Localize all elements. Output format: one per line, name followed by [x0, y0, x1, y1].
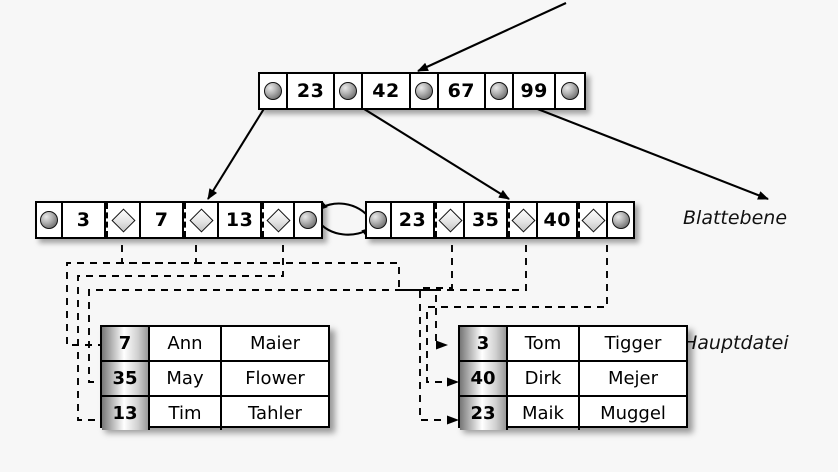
index-root-node[interactable]: 23 42 67 99 — [258, 72, 586, 110]
leaf-right-prev-pointer[interactable] — [367, 203, 392, 237]
sphere-pointer-icon — [414, 82, 433, 100]
leaf-left-next-pointer[interactable] — [295, 203, 321, 237]
diamond-pointer-icon — [581, 207, 606, 233]
row-first-name: May — [150, 362, 222, 395]
leaf-left-record-pointer-0[interactable] — [106, 203, 141, 237]
row-last-name: Flower — [245, 368, 305, 389]
row-first-name: Tim — [150, 397, 222, 430]
leaf-left-key-0-label: 3 — [76, 209, 91, 231]
leaf-sibling-link-forward — [316, 218, 371, 237]
row-first-name: Tom — [508, 327, 580, 360]
row-key: 35 — [102, 362, 150, 395]
root-key-2: 67 — [438, 74, 486, 108]
leaf-left-record-pointer-1[interactable] — [184, 203, 219, 237]
row-key: 40 — [460, 362, 508, 395]
root-pointer-1[interactable] — [335, 74, 364, 108]
dashed-record-links — [66, 232, 608, 421]
arrow-root-p0-to-leaf-left — [207, 98, 271, 200]
arrow-into-root-from-top-right — [417, 2, 567, 72]
leaf-right-record-pointer-0[interactable] — [434, 203, 466, 237]
diamond-pointer-icon — [438, 207, 463, 233]
diamond-pointer-icon — [111, 207, 136, 233]
sphere-pointer-icon — [263, 82, 282, 100]
caption-blattebene: Blattebene — [683, 207, 788, 229]
row-last-name: Maier — [249, 333, 301, 354]
diamond-pointer-icon — [511, 207, 536, 233]
main-file-table-left[interactable]: 7 Ann Maier 35 May Flower 13 Tim Tahler — [100, 325, 330, 430]
root-key-3: 99 — [513, 74, 557, 108]
sphere-pointer-icon — [299, 211, 318, 229]
arrow-root-p1-to-leaf-right — [347, 98, 510, 200]
root-key-1-label: 42 — [372, 80, 400, 102]
leaf-left-key-2-label: 13 — [225, 209, 254, 231]
table-row[interactable]: 13 Tim Tahler — [102, 397, 328, 430]
root-key-0-label: 23 — [296, 80, 325, 102]
row-key: 13 — [102, 397, 150, 430]
row-last-name: Mejer — [607, 368, 659, 389]
row-last-name: Tigger — [604, 333, 662, 354]
root-key-0: 23 — [287, 74, 336, 108]
row-last-name: Tahler — [248, 403, 302, 424]
leaf-left-record-pointer-2[interactable] — [262, 203, 296, 237]
row-last-name: Muggel — [600, 403, 666, 424]
root-key-2-label: 67 — [447, 80, 476, 102]
root-pointer-0[interactable] — [260, 74, 288, 108]
root-key-3-label: 99 — [520, 80, 548, 102]
leaf-right-key-2: 40 — [538, 203, 579, 237]
root-pointer-2[interactable] — [410, 74, 439, 108]
row-key: 3 — [460, 327, 508, 360]
sphere-pointer-icon — [489, 82, 508, 100]
leaf-left-key-2: 13 — [219, 203, 263, 237]
leaf-left-key-1-label: 7 — [154, 209, 169, 231]
leaf-right-record-pointer-2[interactable] — [578, 203, 609, 237]
row-first-name: Dirk — [508, 362, 580, 395]
leaf-right-key-1: 35 — [465, 203, 509, 237]
sphere-pointer-icon — [369, 211, 388, 229]
main-file-table-right[interactable]: 3 Tom Tigger 40 Dirk Mejer 23 Maik Mugge… — [458, 325, 688, 430]
root-key-1: 42 — [363, 74, 411, 108]
table-row[interactable]: 35 May Flower — [102, 362, 328, 397]
leaf-left-key-0: 3 — [63, 203, 107, 237]
diamond-pointer-icon — [189, 207, 214, 233]
leaf-right-key-0: 23 — [391, 203, 435, 237]
caption-hauptdatei: Hauptdatei — [683, 332, 789, 354]
leaf-right-record-pointer-1[interactable] — [508, 203, 539, 237]
arrow-root-p3-to-outside-right — [511, 98, 769, 200]
table-row[interactable]: 3 Tom Tigger — [460, 327, 686, 362]
leaf-node-right[interactable]: 23 35 40 — [365, 201, 635, 239]
sphere-pointer-icon — [40, 211, 58, 229]
row-key: 23 — [460, 397, 508, 430]
table-row[interactable]: 7 Ann Maier — [102, 327, 328, 362]
leaf-left-key-1: 7 — [141, 203, 185, 237]
leaf-node-left[interactable]: 3 7 13 — [35, 201, 323, 239]
root-pointer-4[interactable] — [556, 74, 585, 108]
row-first-name: Ann — [150, 327, 222, 360]
sphere-pointer-icon — [611, 211, 630, 229]
table-row[interactable]: 40 Dirk Mejer — [460, 362, 686, 397]
table-row[interactable]: 23 Maik Muggel — [460, 397, 686, 430]
sphere-pointer-icon — [339, 82, 358, 100]
diamond-pointer-icon — [266, 207, 291, 233]
row-key: 7 — [102, 327, 150, 360]
root-pointer-3[interactable] — [485, 74, 514, 108]
leaf-right-key-2-label: 40 — [543, 209, 571, 231]
sphere-pointer-icon — [561, 82, 580, 100]
row-first-name: Maik — [508, 397, 580, 430]
leaf-right-key-0-label: 23 — [398, 209, 427, 231]
leaf-right-next-pointer[interactable] — [608, 203, 633, 237]
leaf-right-key-1-label: 35 — [471, 209, 500, 231]
leaf-left-prev-pointer[interactable] — [37, 203, 63, 237]
